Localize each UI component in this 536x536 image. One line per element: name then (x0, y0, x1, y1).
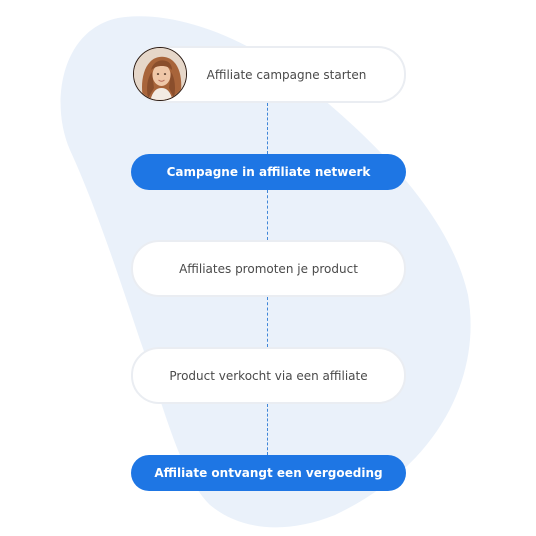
step-label: Campagne in affiliate netwerk (166, 165, 371, 179)
connector-line-3 (267, 297, 268, 347)
step-label: Affiliate campagne starten (206, 67, 367, 82)
connector-line-4 (267, 404, 268, 455)
avatar (133, 47, 187, 101)
step-campaign-network: Campagne in affiliate netwerk (131, 154, 406, 190)
connector-line-2 (267, 190, 268, 240)
connector-line-1 (267, 103, 268, 154)
step-label: Affiliates promoten je product (179, 261, 358, 276)
step-affiliate-commission: Affiliate ontvangt een vergoeding (131, 455, 406, 491)
step-product-sold: Product verkocht via een affiliate (131, 347, 406, 404)
step-affiliates-promote: Affiliates promoten je product (131, 240, 406, 297)
step-label: Product verkocht via een affiliate (169, 368, 368, 383)
step-label: Affiliate ontvangt een vergoeding (154, 466, 383, 480)
avatar-portrait-icon (134, 48, 186, 100)
